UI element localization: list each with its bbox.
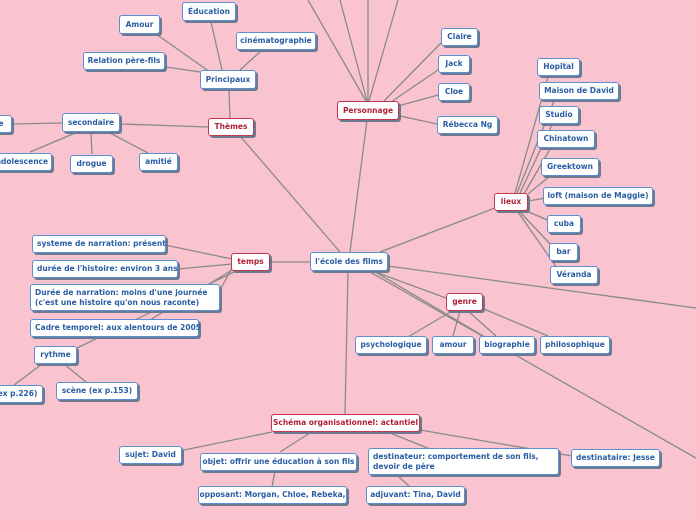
node-amitie[interactable]: amitié: [139, 153, 178, 171]
link-center-themes: [239, 135, 341, 253]
node-lieux[interactable]: lieux: [494, 193, 528, 211]
node-cinematographie[interactable]: cinématographie: [236, 32, 316, 50]
link-personnage-rebecca: [399, 115, 438, 125]
node-biographie[interactable]: biographie: [479, 336, 535, 354]
node-veranda[interactable]: Véranda: [550, 266, 598, 284]
node-center[interactable]: l'école des films: [310, 252, 388, 271]
link-center-biographie: [371, 269, 491, 341]
link-schema-sujet: [183, 431, 273, 451]
node-personnage[interactable]: Personnage: [337, 101, 399, 120]
node-rebecca[interactable]: Rébecca Ng: [437, 116, 498, 134]
link-center-genre: [369, 269, 447, 299]
node-destinataire[interactable]: destinataire: Jesse: [571, 449, 660, 467]
node-amour-theme[interactable]: Amour: [119, 15, 160, 34]
link-genre-psychologique: [407, 310, 453, 338]
node-sujet[interactable]: sujet: David: [119, 446, 182, 464]
node-destinateur[interactable]: destinateur: comportement de son fils, d…: [368, 448, 559, 475]
link-personnage-jack: [387, 69, 439, 105]
link-personnage-cloe: [397, 94, 439, 107]
link-principaux-amour: [155, 33, 211, 73]
link-secondaire-amitie: [109, 132, 149, 154]
node-amour-genre[interactable]: amour: [432, 336, 474, 354]
node-schema-actantiel[interactable]: Schéma organisationnel: actantiel: [271, 414, 420, 432]
node-rythme[interactable]: rythme: [34, 346, 77, 364]
node-drogue[interactable]: drogue: [70, 155, 113, 173]
node-systeme-narration[interactable]: systeme de narration: présent: [32, 235, 166, 253]
node-duree-histoire[interactable]: durée de l'histoire: environ 3 ans: [32, 260, 178, 278]
node-maison-david[interactable]: Maison de David: [539, 82, 619, 100]
link-schema-destinateur: [389, 432, 431, 450]
link-lieux-chinatown: [523, 148, 551, 195]
link-center-schema: [344, 271, 349, 415]
node-education[interactable]: Éducation: [182, 2, 236, 21]
link-principaux-education: [210, 21, 223, 71]
node-bar[interactable]: bar: [549, 243, 578, 261]
node-claire[interactable]: Claire: [441, 28, 478, 46]
node-temps[interactable]: temps: [231, 253, 270, 271]
node-secondaire[interactable]: secondaire: [62, 113, 120, 132]
link-personnage-claire: [383, 42, 442, 102]
link-center-offscreen-bottomright: [369, 271, 696, 459]
link-lieux-greektown: [527, 175, 551, 195]
link-genre-amour: [452, 310, 461, 337]
node-scene[interactable]: scène (ex p.153): [56, 382, 138, 400]
node-philosophique[interactable]: philosophique: [540, 336, 610, 354]
node-duree-narration[interactable]: Durée de narration: moins d'une journée …: [30, 284, 220, 311]
node-loft[interactable]: loft (maison de Maggie): [543, 187, 653, 205]
node-cloe[interactable]: Cloe: [438, 83, 470, 101]
link-temps-duree-histoire: [177, 263, 233, 270]
link-center-personnage: [349, 119, 368, 253]
link-objet-opposant: [271, 470, 276, 488]
link-schema-objet: [279, 432, 311, 453]
node-studio[interactable]: Studio: [539, 106, 579, 124]
link-lieux-bar: [519, 211, 554, 248]
node-cuba[interactable]: cuba: [547, 215, 581, 233]
node-jack[interactable]: Jack: [438, 55, 470, 73]
node-psychologique[interactable]: psychologique: [355, 336, 427, 354]
node-principaux[interactable]: Principaux: [200, 70, 256, 89]
node-relation-pere-fils[interactable]: Relation père-fils: [83, 52, 165, 70]
link-genre-philosophique: [483, 308, 549, 337]
link-rythme-ex: [13, 363, 43, 386]
link-rythme-scene: [63, 363, 87, 383]
node-cadre-temporel[interactable]: Cadre temporel: aux alentours de 2005: [30, 319, 201, 337]
link-principaux-cinematographie: [239, 49, 263, 71]
node-adjuvant[interactable]: adjuvant: Tina, David: [366, 486, 465, 504]
link-center-offscreen-right: [387, 265, 696, 309]
link-temps-systeme: [164, 244, 233, 260]
link-center-lieux: [379, 207, 496, 253]
link-destinateur-adjuvant: [397, 475, 411, 488]
node-ex-cut[interactable]: ex p.226): [0, 385, 43, 403]
node-chinatown[interactable]: Chinatown: [537, 130, 595, 148]
node-adolescence[interactable]: adolescence: [0, 153, 52, 171]
link-principaux-relation: [165, 66, 201, 73]
link-secondaire-adolescence: [29, 130, 81, 153]
link-secondaire-drogue: [90, 132, 93, 155]
node-opposant[interactable]: opposant: Morgan, Chloe, Rebeka,: [198, 486, 347, 504]
link-personnage-up4: [368, 0, 399, 102]
link-genre-biographie: [467, 310, 497, 337]
node-greektown[interactable]: Greektown: [541, 158, 599, 176]
node-objet[interactable]: objet: offrir une éducation à son fils: [200, 453, 357, 471]
node-e-cut[interactable]: e: [0, 115, 12, 133]
node-themes[interactable]: Thèmes: [208, 118, 254, 136]
link-themes-secondaire: [120, 123, 209, 128]
link-themes-principaux: [228, 89, 231, 119]
link-personnage-up2: [339, 0, 368, 102]
link-personnage-up1: [307, 0, 367, 102]
node-hopital[interactable]: Hopital: [537, 58, 580, 76]
node-genre[interactable]: genre: [446, 293, 483, 311]
link-secondaire-e: [11, 122, 63, 125]
